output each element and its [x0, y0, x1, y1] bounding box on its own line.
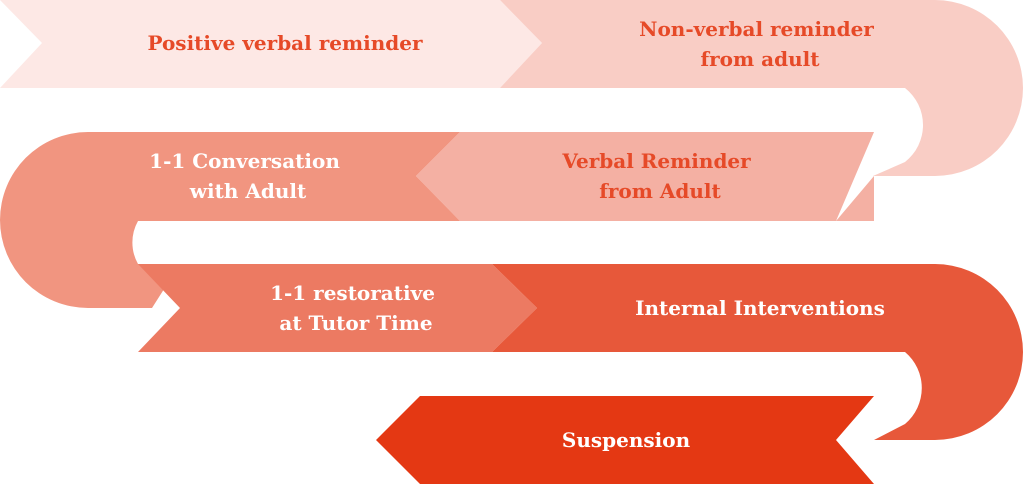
step-5-shape — [138, 264, 537, 352]
step-5-label: 1-1 restorative at Tutor Time — [270, 281, 442, 335]
step-7-label: Suspension — [562, 428, 691, 452]
step-5-line-1: 1-1 restorative — [270, 281, 435, 305]
step-5-line-2: at Tutor Time — [279, 311, 432, 335]
step-1-label: Positive verbal reminder — [147, 31, 423, 55]
step-6-shape — [492, 264, 1023, 440]
step-4-label: 1-1 Conversation with Adult — [149, 149, 347, 203]
step-2-line-1: Non-verbal reminder — [639, 17, 874, 41]
step-6-label: Internal Interventions — [635, 296, 885, 320]
step-3-label: Verbal Reminder from Adult — [561, 149, 757, 203]
step-3-line-1: Verbal Reminder — [561, 149, 751, 173]
step-7-shape — [376, 396, 874, 484]
step-4-line-1: 1-1 Conversation — [149, 149, 340, 173]
step-4-shape — [0, 132, 460, 308]
step-6-line-1: Internal Interventions — [635, 296, 885, 320]
step-3-line-2: from Adult — [599, 179, 721, 203]
step-1-shape — [0, 0, 542, 88]
step-1-line-1: Positive verbal reminder — [147, 31, 423, 55]
step-7-line-1: Suspension — [562, 428, 691, 452]
step-2-label: Non-verbal reminder from adult — [639, 17, 881, 71]
step-2-line-2: from adult — [701, 47, 821, 71]
step-2-shape — [500, 0, 1023, 176]
step-3-shape — [416, 132, 874, 221]
step-4-line-2: with Adult — [189, 179, 307, 203]
